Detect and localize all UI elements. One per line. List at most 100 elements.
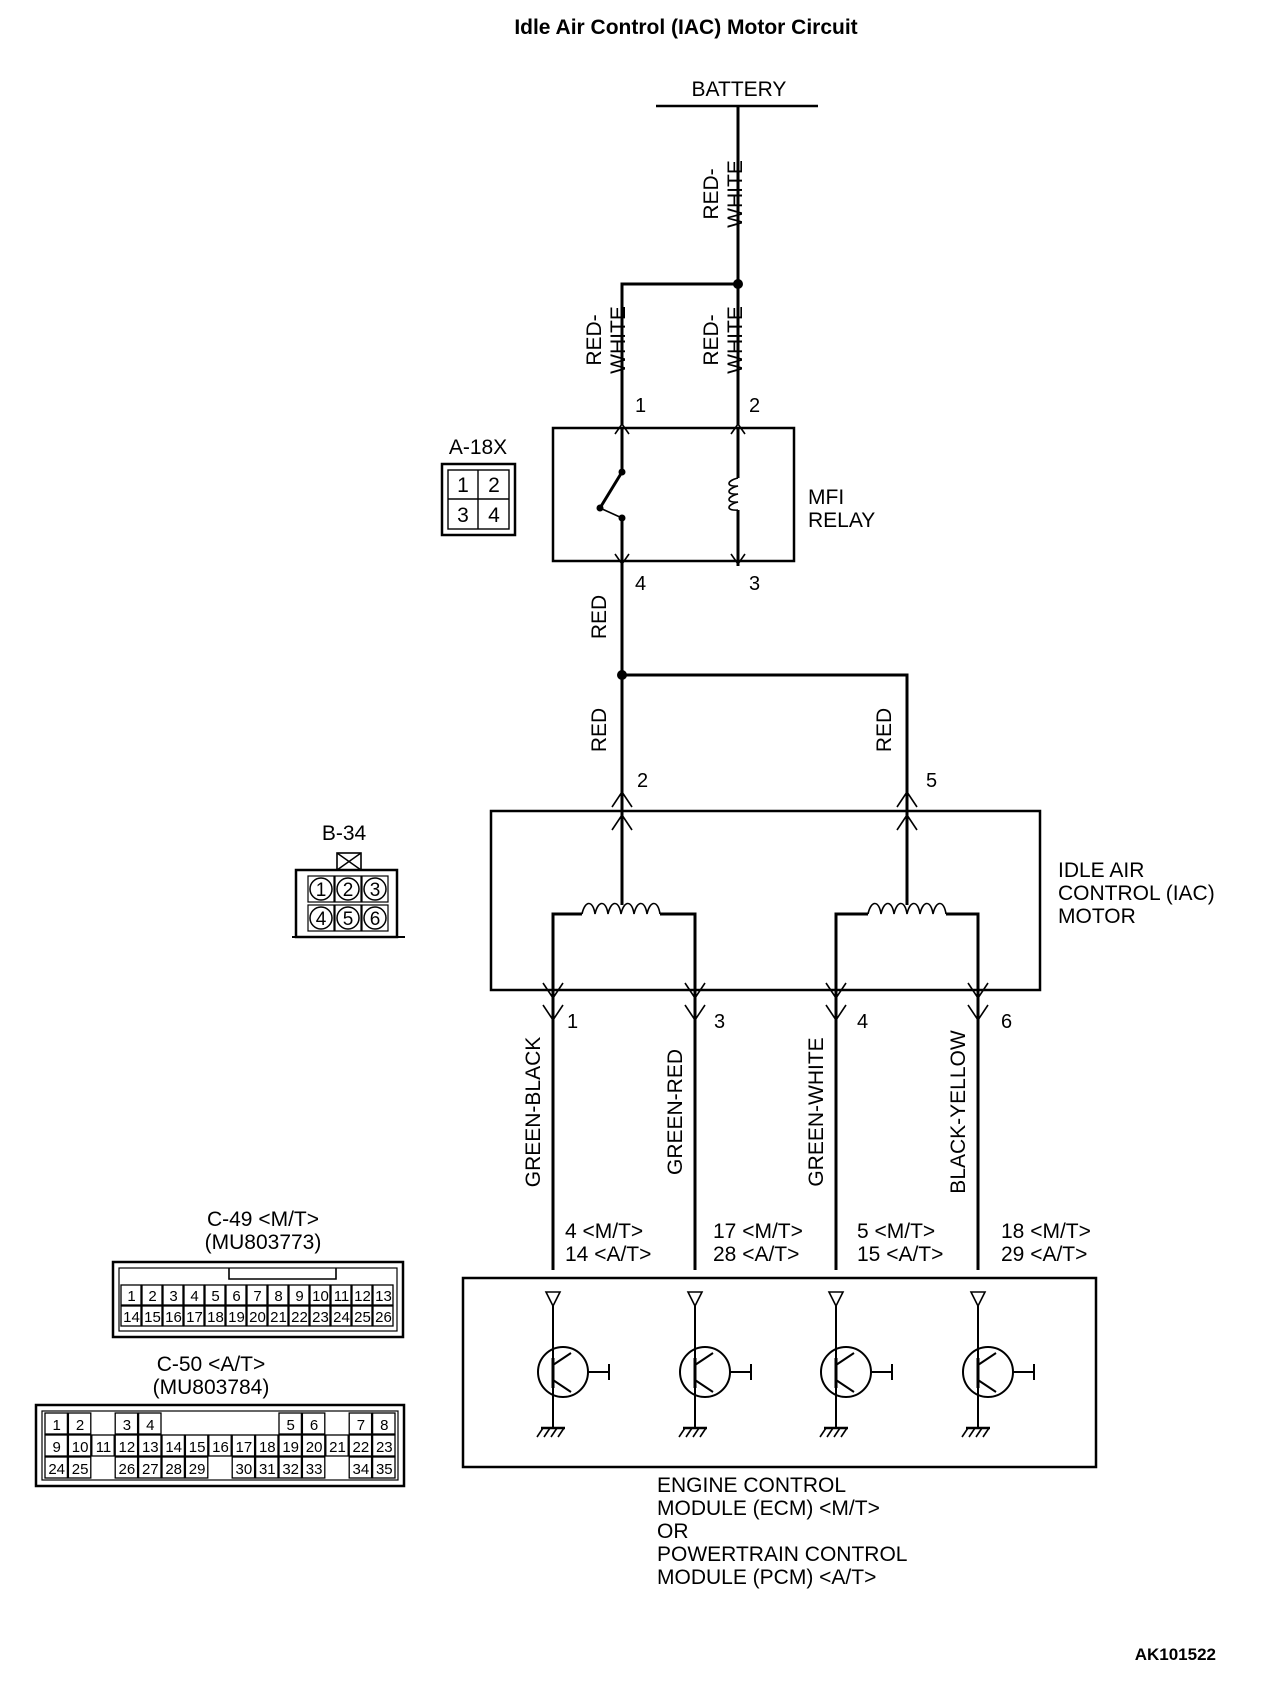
iac-pin2-arrow-2 xyxy=(611,790,633,808)
c49cells-cell-5: 5 xyxy=(211,1288,219,1305)
relay-pin-3: 3 xyxy=(749,573,760,595)
c50cells-cell-34: 34 xyxy=(353,1461,370,1478)
c50cells-cell-33: 33 xyxy=(306,1461,323,1478)
relay-pin-1: 1 xyxy=(635,395,646,417)
ecm-drivers xyxy=(536,1291,1035,1438)
ecm-name-2: MODULE (ECM) <M/T> xyxy=(657,1497,880,1520)
ecm-transistor-1 xyxy=(536,1291,610,1438)
b34-cell-6: 6 xyxy=(370,909,381,930)
c49cells-cell-25: 25 xyxy=(354,1309,371,1326)
c49cells-cell-9: 9 xyxy=(295,1288,303,1305)
iac-pin-5: 5 xyxy=(926,770,937,792)
b34-cell-4: 4 xyxy=(316,909,327,930)
a18x-cell-4: 4 xyxy=(488,504,500,527)
b34-cell-3: 3 xyxy=(370,880,381,901)
c50cells-cell-35: 35 xyxy=(376,1461,393,1478)
iac-coil-b-wiring xyxy=(834,912,868,990)
iac-pin-6: 6 xyxy=(1001,1011,1012,1033)
c49cells-cell-14: 14 xyxy=(123,1309,140,1326)
c50cells-cell-12: 12 xyxy=(119,1439,136,1456)
iac-pin-2: 2 xyxy=(637,770,648,792)
wire-label-iac-pin4: GREEN-WHITE xyxy=(805,1037,828,1186)
ecm-transistor-2 xyxy=(678,1291,752,1438)
c49cells-cell-1: 1 xyxy=(127,1288,135,1305)
iac-coil-a-wiring xyxy=(551,912,582,990)
ecm-pin-c-at: 15 <A/T> xyxy=(857,1243,943,1266)
ecm-transistor-3 xyxy=(819,1291,893,1438)
iac-name-1: IDLE AIR xyxy=(1058,859,1144,882)
c50cells-cell-14: 14 xyxy=(165,1439,182,1456)
c49cells-cell-23: 23 xyxy=(312,1309,329,1326)
relay-pin2-arrow xyxy=(730,422,746,435)
c50cells-cell-11: 11 xyxy=(96,1439,112,1456)
c50cells-cell-10: 10 xyxy=(72,1439,89,1456)
c50cells-cell-2: 2 xyxy=(76,1417,84,1434)
c49cells-cell-7: 7 xyxy=(253,1288,261,1305)
svg-text:RED-: RED- xyxy=(700,168,723,219)
c49cells-cell-20: 20 xyxy=(249,1309,266,1326)
iac-pin5-arrow-2 xyxy=(896,790,918,808)
b34-cell-2: 2 xyxy=(343,880,354,901)
iac-coil-b-wiring-right xyxy=(946,912,980,990)
iac-motor-box xyxy=(489,809,1042,992)
ecm-pin-a-mt: 4 <M/T> xyxy=(565,1220,643,1243)
mfi-relay-name-1: MFI xyxy=(808,486,844,509)
iac-bottom-pin-arrows xyxy=(542,982,989,1022)
wire-label-iac-pin3: GREEN-RED xyxy=(664,1049,687,1175)
ecm-pin-b-at: 28 <A/T> xyxy=(713,1243,799,1266)
c49-key xyxy=(228,1268,337,1280)
ecm-name-5: MODULE (PCM) <A/T> xyxy=(657,1566,876,1589)
c50cells-cell-6: 6 xyxy=(310,1417,318,1434)
iac-pin5-arrow xyxy=(896,813,918,831)
wire-label-iac-pin6: BLACK-YELLOW xyxy=(947,1030,970,1194)
c49cells-cell-2: 2 xyxy=(148,1288,156,1305)
iac-coil-a xyxy=(581,902,661,915)
c50cells-cell-16: 16 xyxy=(212,1439,229,1456)
svg-text:RED-: RED- xyxy=(583,314,606,365)
wire-label-relay-out: RED xyxy=(588,595,611,639)
c49cells-cell-4: 4 xyxy=(190,1288,198,1305)
ecm-box xyxy=(461,1276,1098,1469)
wire-label-feed-pin2: RED- WHITE xyxy=(700,306,747,374)
a18x-cell-3: 3 xyxy=(457,504,469,527)
c50cells-cell-30: 30 xyxy=(236,1461,253,1478)
wire-label-iac-pin2: RED xyxy=(588,708,611,752)
relay-switch-blade xyxy=(598,471,624,509)
mfi-relay-box xyxy=(551,426,796,563)
c50cells-cell-13: 13 xyxy=(142,1439,159,1456)
c49cells-cell-6: 6 xyxy=(232,1288,240,1305)
c49cells-cell-24: 24 xyxy=(333,1309,350,1326)
diagram-title: Idle Air Control (IAC) Motor Circuit xyxy=(514,16,857,39)
c49cells-cell-13: 13 xyxy=(375,1288,392,1305)
iac-pin2-arrow xyxy=(611,813,633,831)
c50cells-cell-22: 22 xyxy=(353,1439,370,1456)
iac-name-3: MOTOR xyxy=(1058,905,1136,928)
c50cells-cell-8: 8 xyxy=(380,1417,388,1434)
svg-text:RED-: RED- xyxy=(700,314,723,365)
c50cells-cell-7: 7 xyxy=(357,1417,365,1434)
b34-label: B-34 xyxy=(322,822,367,845)
ecm-pin-d-at: 29 <A/T> xyxy=(1001,1243,1087,1266)
ecm-pin-c-mt: 5 <M/T> xyxy=(857,1220,935,1243)
wire-iac-pin5 xyxy=(622,673,909,905)
svg-text:WHITE: WHITE xyxy=(607,306,630,374)
relay-pin-2: 2 xyxy=(749,395,760,417)
c49cells-cell-15: 15 xyxy=(144,1309,161,1326)
iac-coil-a-wiring-right xyxy=(660,912,697,990)
c50cells-cell-15: 15 xyxy=(189,1439,206,1456)
c50-part: (MU803784) xyxy=(153,1376,270,1399)
relay-pin1-arrow xyxy=(614,422,630,435)
c49-inner xyxy=(118,1267,398,1332)
c49cells-cell-10: 10 xyxy=(312,1288,329,1305)
ecm-pin-a-at: 14 <A/T> xyxy=(565,1243,651,1266)
c50cells-cell-25: 25 xyxy=(72,1461,89,1478)
iac-coil-b xyxy=(867,902,947,915)
wire-label-feed-main: RED- WHITE xyxy=(700,160,747,228)
relay-coil xyxy=(728,477,739,511)
c49cells-cell-8: 8 xyxy=(274,1288,282,1305)
c49cells-cell-16: 16 xyxy=(165,1309,182,1326)
c49cells-cell-19: 19 xyxy=(228,1309,245,1326)
c49cells-cell-21: 21 xyxy=(270,1309,287,1326)
c50cells-cell-21: 21 xyxy=(329,1439,346,1456)
mfi-relay-name-2: RELAY xyxy=(808,509,875,532)
